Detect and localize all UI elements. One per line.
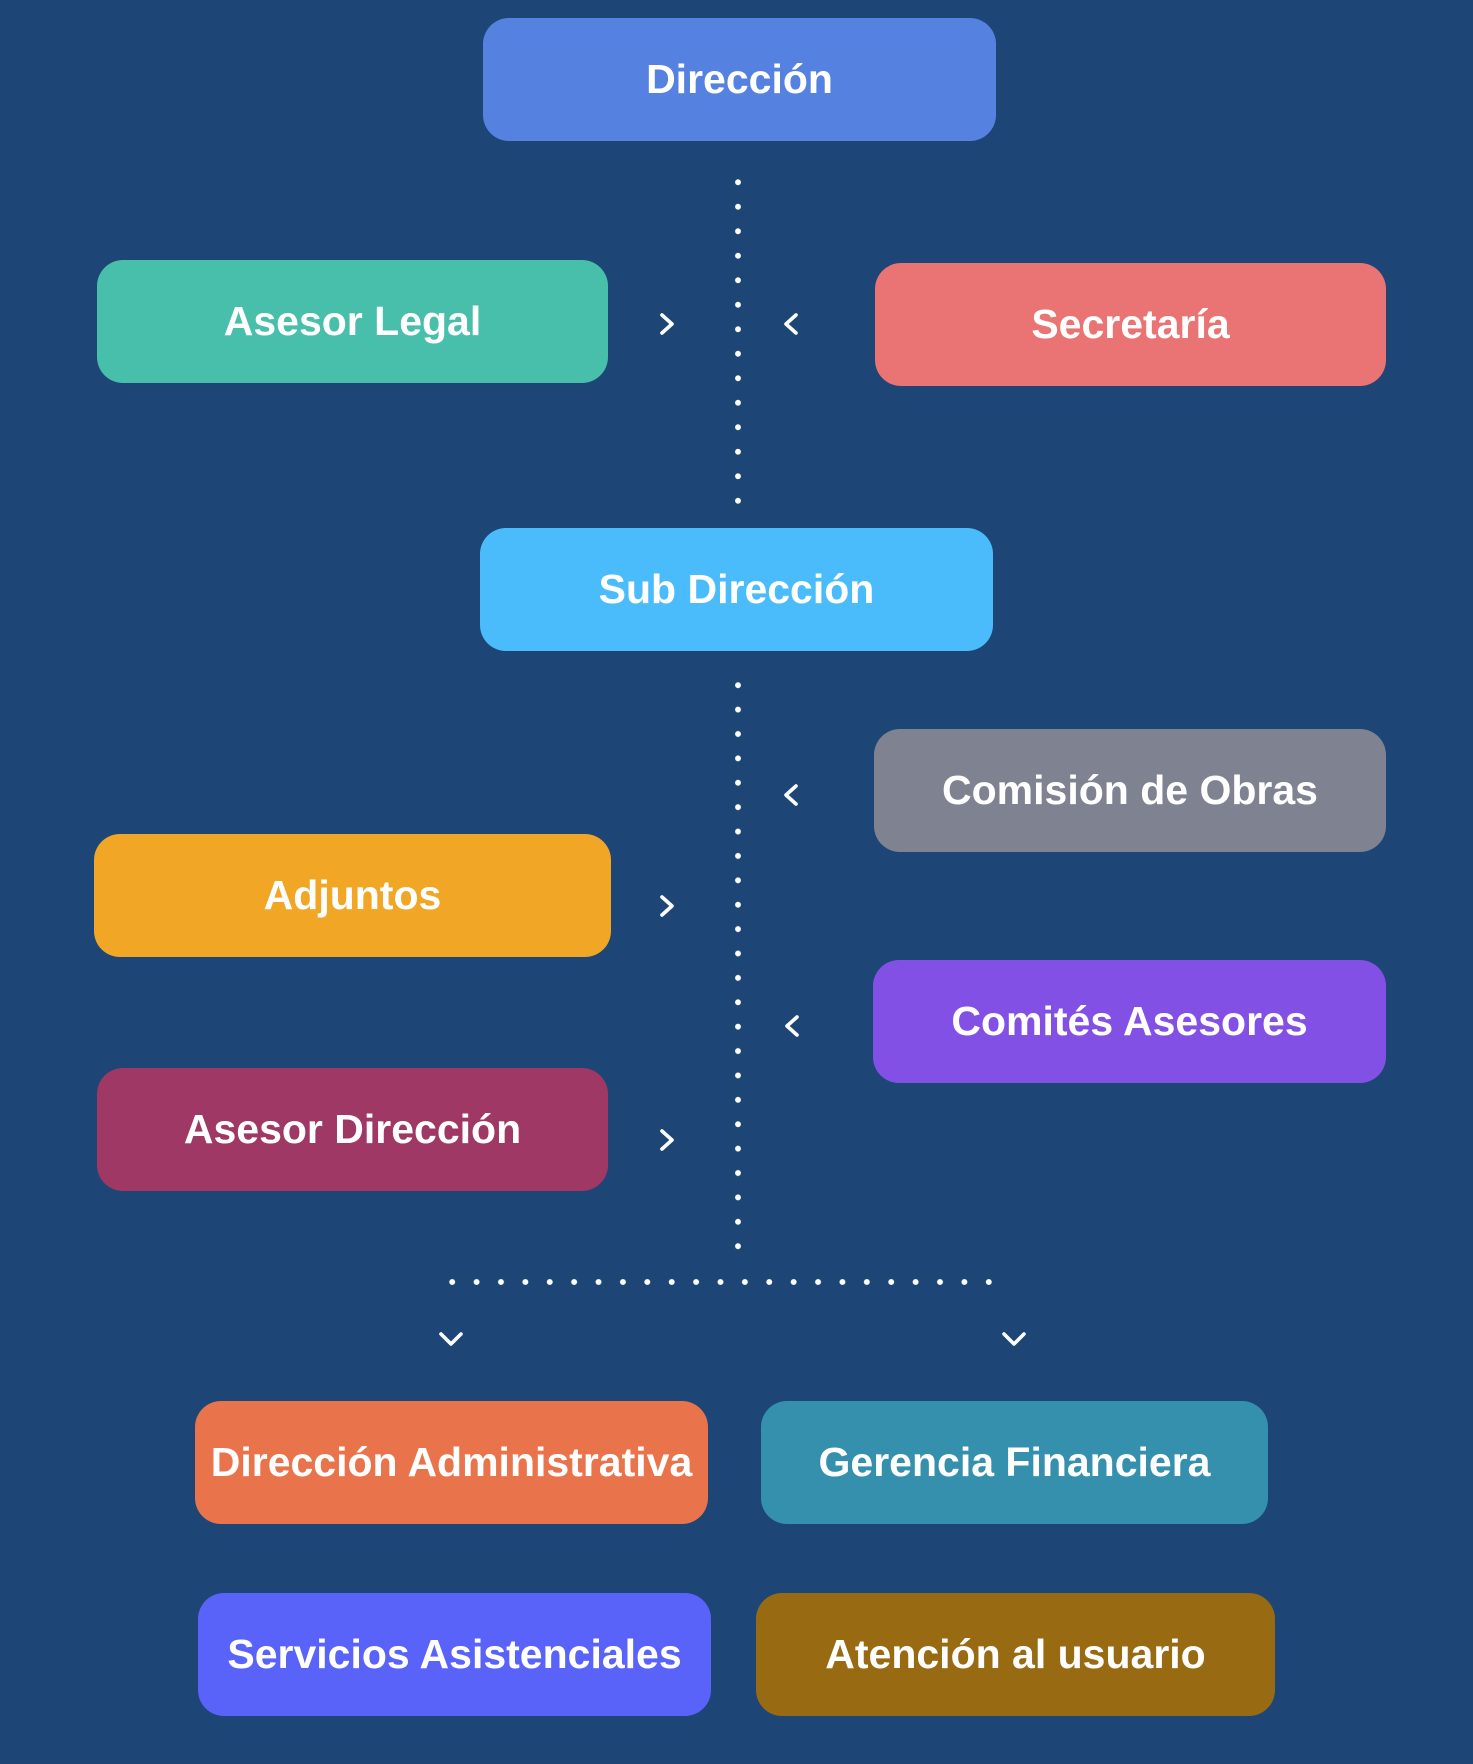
chevron-down-icon (436, 1324, 466, 1354)
node-atencion-al-usuario[interactable]: Atención al usuario (756, 1593, 1275, 1716)
connector-subdireccion-branches (735, 673, 741, 1259)
connector-direccion-subdireccion (735, 170, 741, 520)
chevron-right-icon (652, 891, 682, 921)
node-sub-direccion[interactable]: Sub Dirección (480, 528, 993, 651)
chevron-right-icon (652, 1125, 682, 1155)
chevron-right-icon (652, 309, 682, 339)
node-gerencia-financiera[interactable]: Gerencia Financiera (761, 1401, 1268, 1524)
connector-horizontal-branch (440, 1279, 1002, 1285)
node-asesor-direccion[interactable]: Asesor Dirección (97, 1068, 608, 1191)
chevron-down-icon (999, 1324, 1029, 1354)
node-comites-asesores[interactable]: Comités Asesores (873, 960, 1386, 1083)
node-comision-de-obras[interactable]: Comisión de Obras (874, 729, 1386, 852)
chevron-left-icon (777, 1011, 807, 1041)
node-direccion-administrativa[interactable]: Dirección Administrativa (195, 1401, 708, 1524)
node-servicios-asistenciales[interactable]: Servicios Asistenciales (198, 1593, 711, 1716)
node-asesor-legal[interactable]: Asesor Legal (97, 260, 608, 383)
node-direccion[interactable]: Dirección (483, 18, 996, 141)
chevron-left-icon (776, 309, 806, 339)
node-secretaria[interactable]: Secretaría (875, 263, 1386, 386)
chevron-left-icon (776, 780, 806, 810)
node-adjuntos[interactable]: Adjuntos (94, 834, 611, 957)
